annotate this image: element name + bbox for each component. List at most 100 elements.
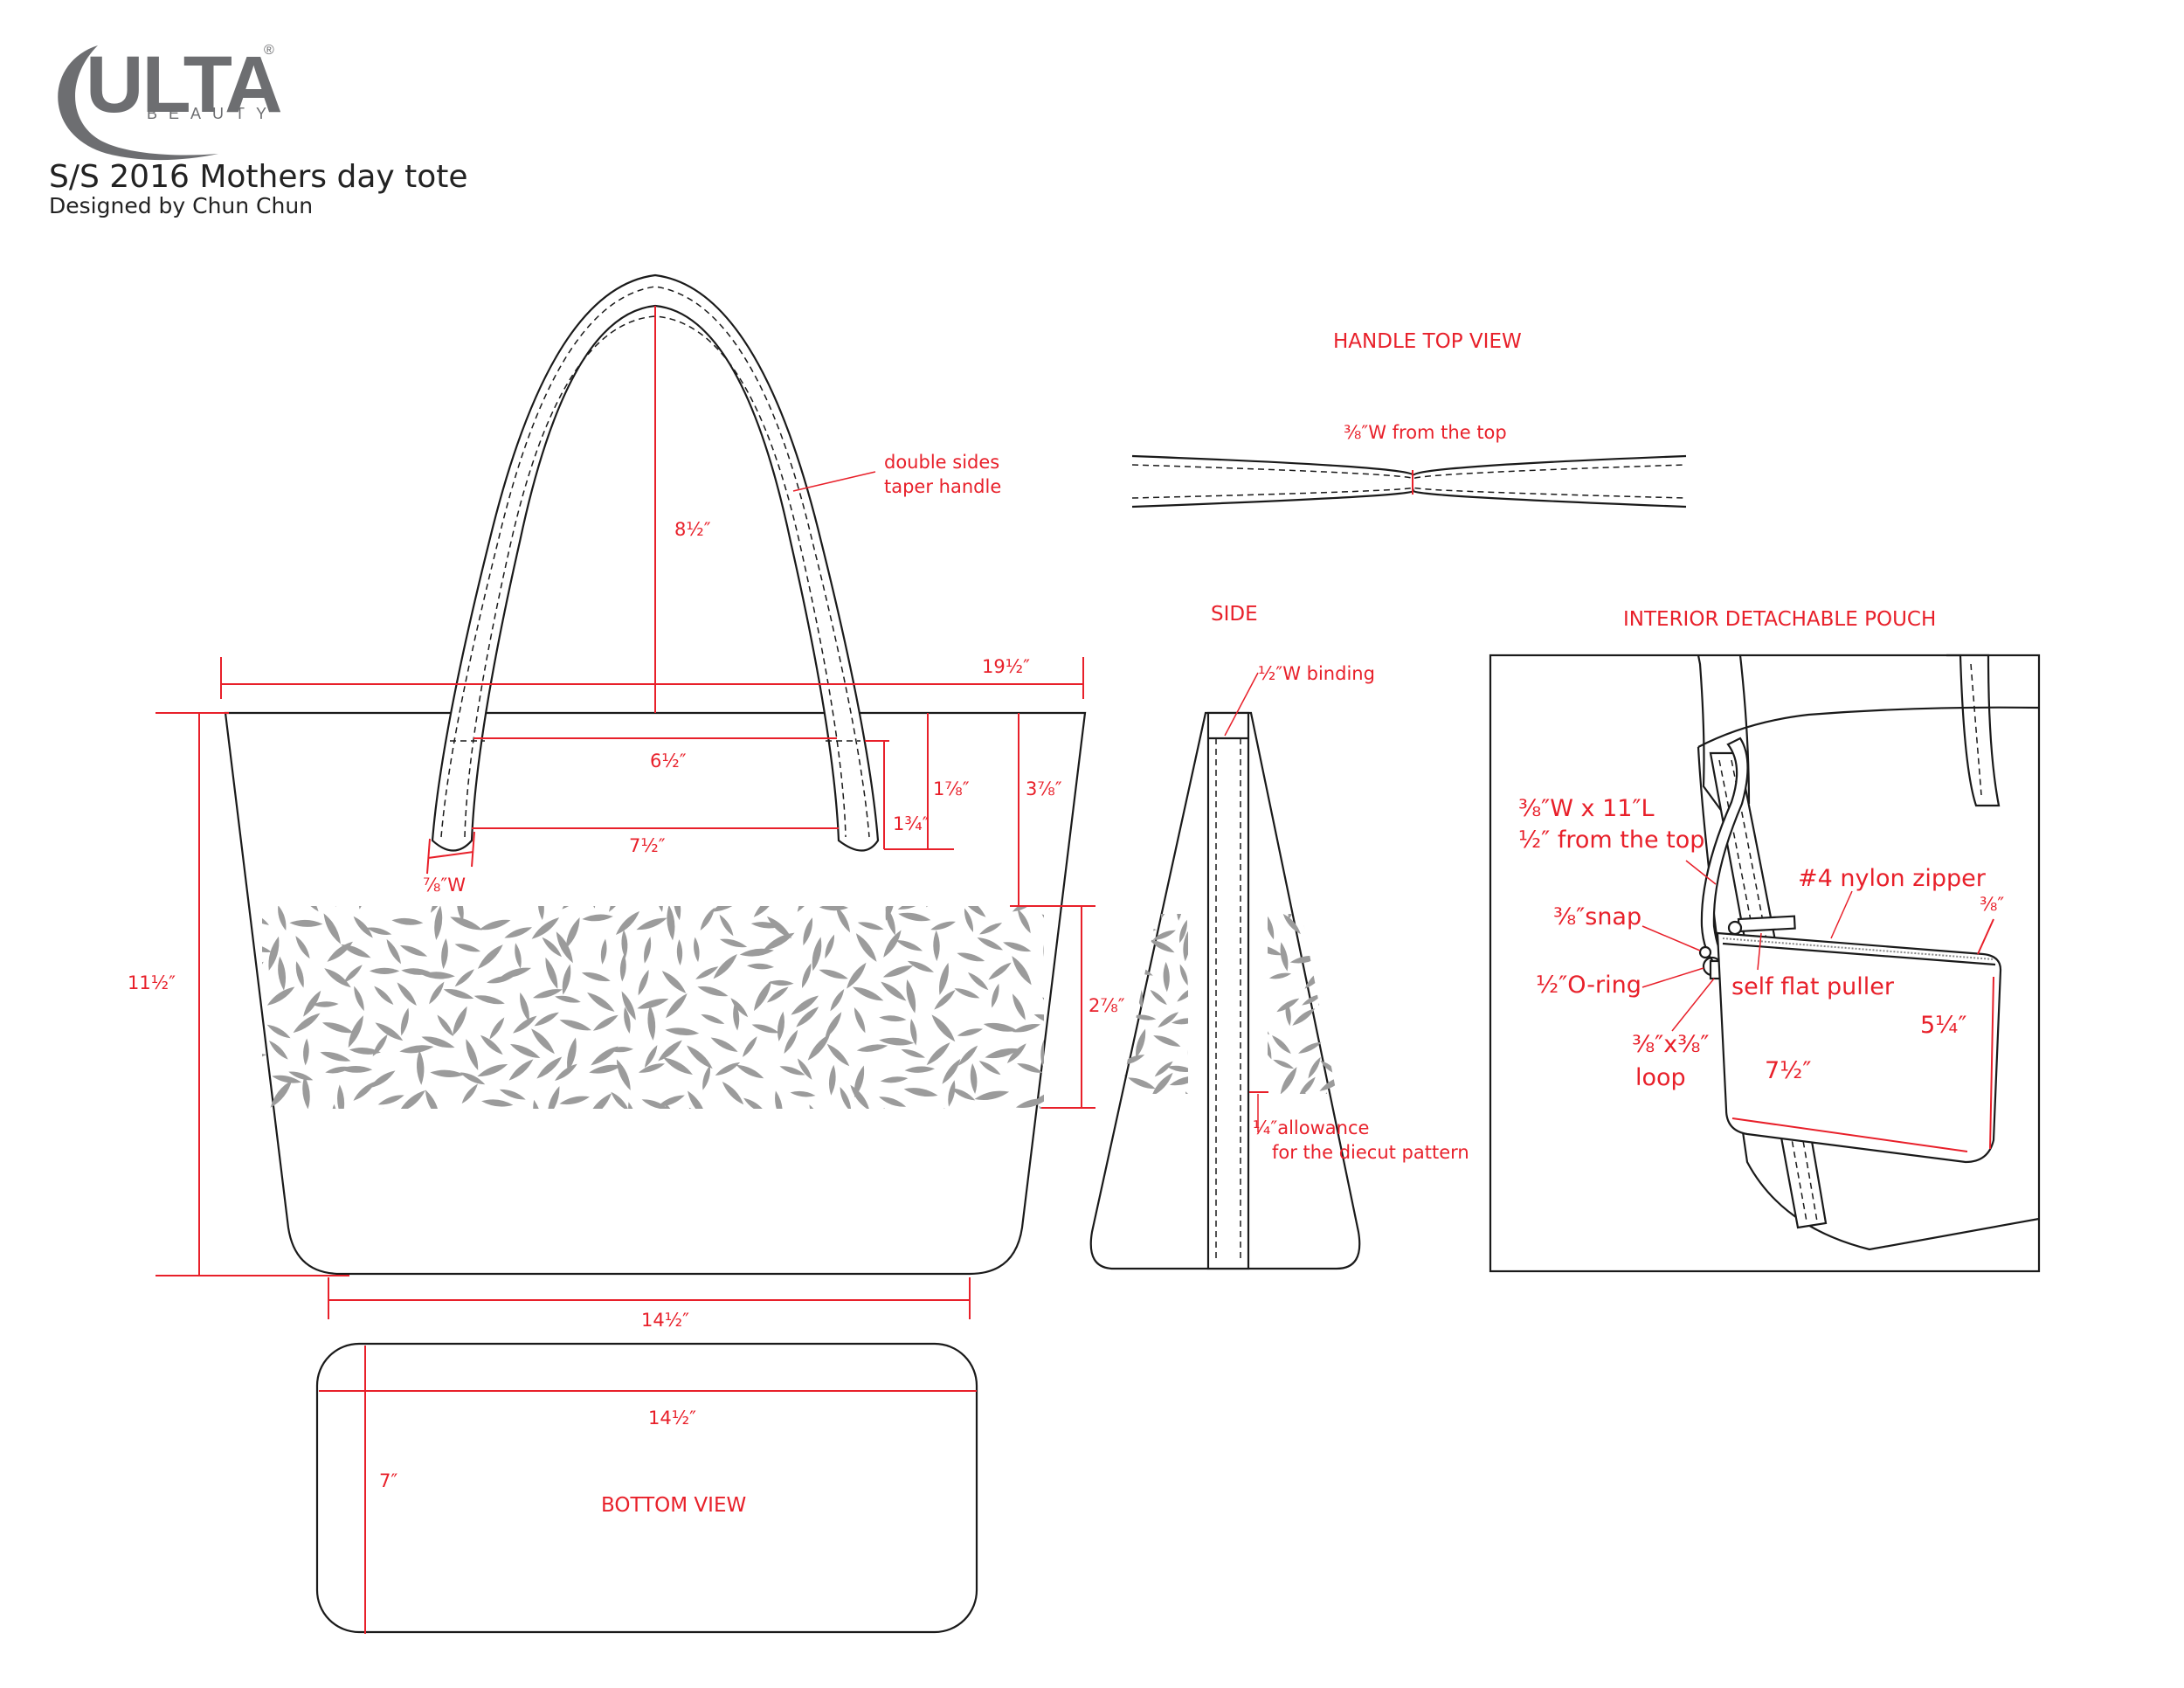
tote-body-outline [224, 711, 1087, 1276]
leaf-shape [262, 1053, 266, 1059]
leaf-shape [1166, 1065, 1188, 1073]
leaf-shape [784, 1029, 798, 1054]
leaf-shape [262, 944, 272, 952]
leaf-shape [323, 913, 342, 944]
dim-bottom-length: 14½″ [648, 1408, 696, 1429]
leaf-shape [779, 1066, 805, 1076]
leaf-shape [906, 979, 916, 1013]
leaf-shape [930, 921, 956, 930]
leaf-shape [1302, 993, 1323, 1006]
leaf-shape [386, 938, 402, 965]
leaf-shape [1179, 919, 1187, 944]
bag-handle-right-stitch [1970, 663, 1982, 796]
leaf-shape [667, 906, 675, 941]
handle-stitch-outer [440, 286, 870, 838]
leaf-shape [295, 961, 304, 988]
handle-top-view-title: HANDLE TOP VIEW [1333, 330, 1522, 353]
leaf-shape [826, 1043, 850, 1067]
leaf-shape [398, 1090, 425, 1109]
leaf-shape [1271, 1035, 1291, 1055]
dim-tick [471, 831, 475, 868]
leaf-shape [1343, 997, 1365, 1013]
leaf-shape [1303, 925, 1322, 951]
handle-callout-line2: taper handle [884, 476, 1001, 497]
leaf-shape [374, 986, 394, 1006]
leaf-shape [1061, 1090, 1079, 1116]
leaf-shape [1121, 931, 1123, 942]
leaf-shape [1017, 1063, 1043, 1073]
leaf-shape [1012, 1024, 1041, 1033]
leaf-shape [372, 1034, 388, 1056]
leaf-shape [825, 934, 835, 959]
leaf-shape [401, 968, 432, 975]
leaf-shape [582, 914, 613, 922]
leaf-shape [746, 963, 775, 970]
front-view: double sides taper handle 8½″ 19½″ 6½″ 7… [128, 273, 1125, 1331]
leaf-shape [278, 956, 287, 991]
leaf-shape [1100, 936, 1117, 959]
leaf-shape [988, 962, 1012, 980]
leaf-shape [559, 1020, 591, 1031]
leaf-shape [753, 906, 777, 917]
snap-callout: ⅜″snap [1553, 903, 1641, 930]
leaf-shape [674, 906, 681, 921]
leaf-shape [473, 995, 505, 1005]
leaf-shape [743, 1097, 767, 1109]
leaf-shape [907, 960, 935, 972]
leaf-shape [1330, 926, 1337, 947]
handle-callout-leader [792, 471, 876, 492]
leaf-shape [1121, 1055, 1145, 1065]
leaf-shape [710, 1037, 738, 1052]
leaf-shape [534, 1012, 559, 1027]
leaf-shape [1128, 1077, 1156, 1090]
leaf-shape [562, 964, 571, 995]
leaf-shape [434, 906, 443, 941]
leaf-shape [790, 1090, 816, 1097]
leaf-shape [687, 1045, 713, 1069]
leaf-shape [1012, 956, 1032, 986]
leaf-shape [454, 969, 474, 987]
leaf-shape [1151, 1072, 1173, 1094]
leaf-shape [477, 1063, 508, 1077]
leaf-shape [1326, 1020, 1337, 1033]
strap-callout-line1: ⅜″W x 11″L [1518, 795, 1655, 822]
leaf-shape [399, 945, 428, 957]
leaf-shape [1351, 1035, 1377, 1055]
zipper-slider-icon [1727, 920, 1743, 936]
leaf-shape [499, 1089, 526, 1100]
bag-strap-stitch-b [1731, 759, 1818, 1222]
leaf-shape [742, 1036, 757, 1057]
leaf-shape [417, 1050, 425, 1085]
leaf-shape [581, 972, 611, 982]
leaf-shape [802, 963, 812, 988]
leaf-shape [1135, 1028, 1146, 1059]
side-view-title: SIDE [1211, 603, 1258, 626]
leaf-shape [883, 930, 902, 958]
dim-drop-a: 1⅞″ [933, 778, 970, 799]
leaf-shape [854, 1007, 866, 1034]
leaf-shape [278, 906, 287, 931]
leaf-shape [960, 906, 986, 917]
dim-line-pouch-width [1731, 1117, 1968, 1152]
leaf-shape [1342, 1108, 1366, 1117]
leaf-shape [715, 1062, 741, 1076]
leaf-shape [1153, 1035, 1181, 1047]
leaf-shape [676, 939, 683, 966]
leaf-shape [1150, 989, 1167, 1006]
leaf-shape [555, 1063, 577, 1081]
leaf-shape [1075, 1035, 1091, 1062]
leaf-shape [967, 972, 989, 991]
leaf-shape [600, 938, 607, 965]
leaf-shape [819, 969, 848, 979]
zipper-callout: #4 nylon zipper [1798, 865, 1987, 892]
leaf-shape [437, 1014, 453, 1037]
leaf-shape [450, 917, 483, 930]
leaf-shape [1273, 1059, 1295, 1069]
leaf-shape [621, 991, 636, 1020]
leaf-shape [481, 1099, 514, 1107]
leaf-shape [977, 937, 1004, 951]
leaf-shape [1345, 906, 1372, 913]
dim-tick [426, 838, 431, 875]
leaf-shape [992, 983, 999, 1008]
leaf-shape [985, 1048, 1019, 1059]
